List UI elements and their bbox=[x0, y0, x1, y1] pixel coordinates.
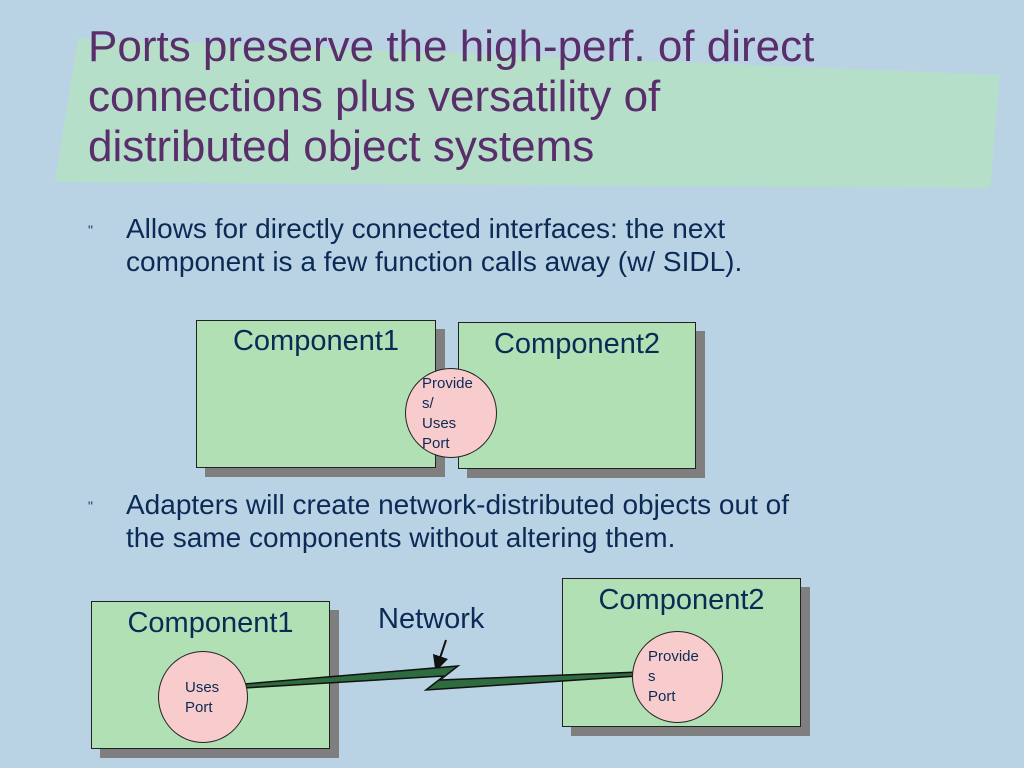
bullet-line: component is a few function calls away (… bbox=[126, 246, 743, 277]
network-arrow bbox=[432, 639, 449, 672]
port-label-line: Uses bbox=[185, 679, 220, 696]
component2-label: Component2 bbox=[598, 584, 765, 616]
uses-port: Uses Port bbox=[158, 651, 248, 743]
title-line: distributed object systems bbox=[88, 122, 595, 171]
port-label-line: Provide bbox=[422, 375, 473, 392]
bullet-mark: " bbox=[88, 498, 93, 514]
port-label-line: Uses bbox=[422, 415, 457, 432]
title-band bbox=[55, 38, 1000, 188]
title-line: connections plus versatility of bbox=[88, 72, 661, 121]
component1-box: Component1 bbox=[196, 320, 436, 468]
provides-uses-port: Provide s/ Uses Port bbox=[405, 368, 497, 458]
component2-label: Component2 bbox=[493, 328, 661, 360]
provides-port: Provide s Port bbox=[632, 631, 723, 723]
bullet-mark: " bbox=[88, 222, 93, 238]
slide-title: Ports preserve the high-perf. of direct … bbox=[88, 22, 988, 172]
port-label-line: s/ bbox=[422, 395, 434, 412]
port-label-line: s bbox=[648, 668, 656, 685]
component1-label: Component1 bbox=[127, 607, 294, 639]
bullet-line: Adapters will create network-distributed… bbox=[126, 489, 789, 520]
bullet-text: Adapters will create network-distributed… bbox=[126, 488, 789, 554]
bullet-line: Allows for directly connected interfaces… bbox=[126, 213, 726, 244]
port-label-line: Provide bbox=[648, 648, 699, 665]
port-label-line: Port bbox=[422, 435, 450, 452]
bullet-line: the same components without altering the… bbox=[126, 522, 676, 553]
component1-label: Component1 bbox=[232, 325, 400, 357]
bullet-text: Allows for directly connected interfaces… bbox=[126, 212, 742, 278]
port-label-line: Port bbox=[648, 688, 676, 705]
network-label: Network bbox=[378, 603, 485, 635]
title-line: Ports preserve the high-perf. of direct bbox=[88, 22, 815, 71]
port-label-line: Port bbox=[185, 699, 213, 716]
component2-box: Component2 bbox=[458, 322, 696, 469]
